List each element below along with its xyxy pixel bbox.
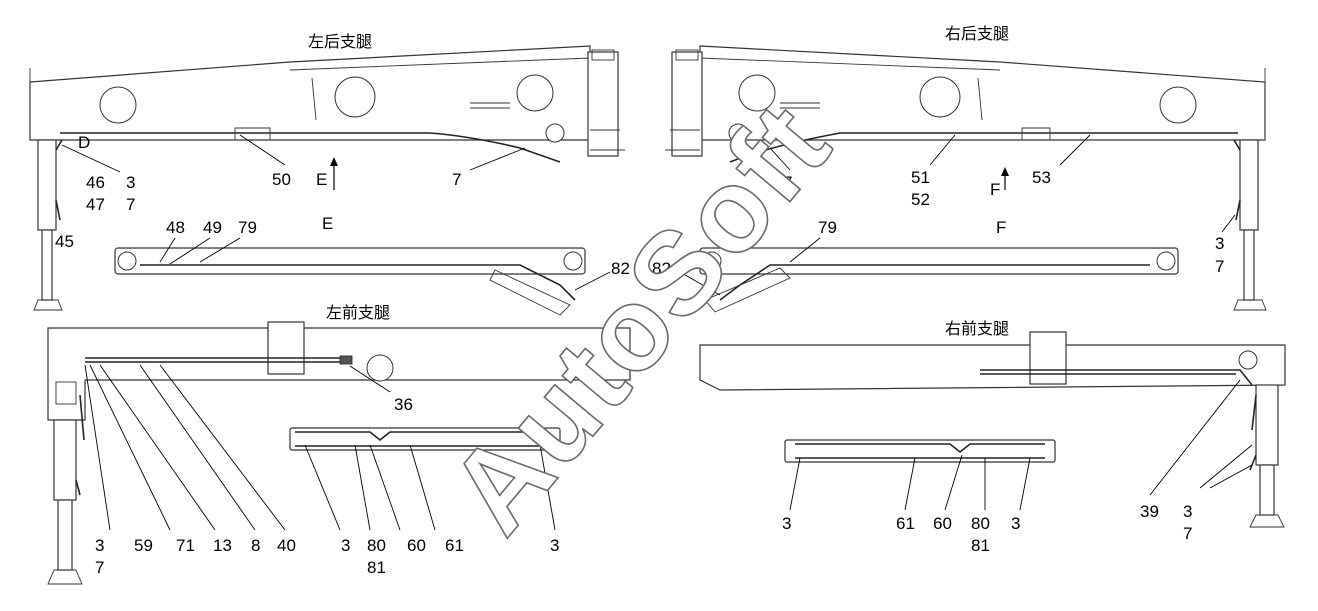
title-left-front-outrigger: 左前支腿 [326,303,391,322]
callout-7: 7 [452,170,462,189]
callout-61: 61 [445,536,464,555]
title-right-front-outrigger: 右前支腿 [945,319,1010,338]
view-e [114,237,611,316]
view-arrow-E: E [316,170,328,189]
callout-3: 3 [1011,514,1021,533]
callout-7: 7 [783,173,793,192]
callout-D: D [78,133,91,152]
view-label-F: F [996,218,1007,237]
callout-52: 52 [911,190,930,209]
view-f [679,237,1179,313]
callout-53: 53 [1032,168,1051,187]
callout-82: 82 [652,259,671,278]
title-left-rear-outrigger: 左后支腿 [308,32,373,51]
callout-3: 3 [782,514,792,533]
callout-81: 81 [367,558,386,577]
title-right-rear-outrigger: 右后支腿 [945,24,1010,43]
callout-36: 36 [394,395,413,414]
callout-81: 81 [971,536,990,555]
callout-8: 8 [251,536,261,555]
callout-79: 79 [238,218,257,237]
callout-50: 50 [272,170,291,189]
callout-3: 3 [95,536,105,555]
callout-7: 7 [126,195,136,214]
callout-60: 60 [407,536,426,555]
callout-40: 40 [277,536,296,555]
callout-3: 3 [341,536,351,555]
callout-3: 3 [126,173,136,192]
callout-3: 3 [1215,234,1225,253]
callout-61: 61 [896,514,915,533]
callout-79: 79 [818,218,837,237]
callout-48: 48 [166,218,185,237]
callout-3: 3 [550,536,560,555]
callout-51: 51 [911,168,930,187]
callout-3: 3 [1183,502,1193,521]
callout-80: 80 [367,536,386,555]
callout-45: 45 [55,232,74,251]
callout-82: 82 [611,259,630,278]
left-rear-outrigger [29,45,625,311]
callout-7: 7 [1215,257,1225,276]
callout-80: 80 [971,514,990,533]
callout-49: 49 [203,218,222,237]
callout-13: 13 [213,536,232,555]
callout-46: 46 [86,173,105,192]
left-front-outrigger [47,321,631,585]
callout-60: 60 [933,514,952,533]
view-arrow-F: F [990,180,1001,199]
right-rear-outrigger [665,45,1267,311]
callout-71: 71 [176,536,195,555]
callout-7: 7 [1183,524,1193,543]
view-label-E: E [322,214,334,233]
callout-39: 39 [1140,502,1159,521]
callout-59: 59 [134,536,153,555]
callout-7: 7 [95,558,105,577]
callout-47: 47 [86,195,105,214]
right-front-outrigger [699,331,1286,528]
